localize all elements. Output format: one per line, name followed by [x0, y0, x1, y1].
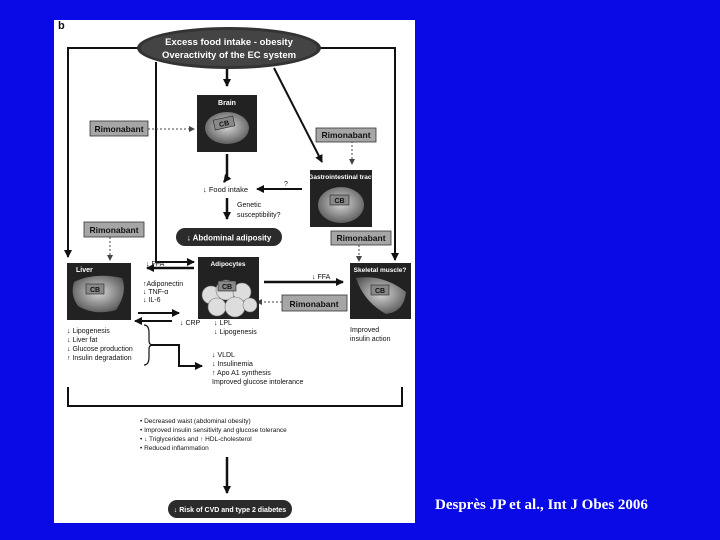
systemic-effect-1: ↓ VLDL — [212, 352, 235, 359]
muscle-cb-label: CB — [375, 288, 385, 295]
abdominal-adiposity-label: ↓ Abdominal adiposity — [187, 234, 272, 243]
brain-label: Brain — [218, 100, 236, 107]
rimonabant-label: Rimonabant — [289, 299, 338, 309]
final-outcome-label: ↓ Risk of CVD and type 2 diabetes — [174, 507, 287, 514]
muscle-box: Skeletal muscle? CB — [350, 263, 411, 319]
systemic-effect-3: ↑ Apo A1 synthesis — [212, 370, 271, 377]
liver-effect-2: ↓ Liver fat — [67, 337, 97, 344]
gi-cb-label: CB — [334, 198, 344, 205]
ffa-label-liver: ↓ FFA — [146, 261, 165, 268]
muscle-label: Skeletal muscle? — [354, 267, 407, 274]
liver-effect-1: ↓ Lipogenesis — [67, 328, 110, 335]
rimonabant-box-muscle: Rimonabant — [330, 230, 392, 246]
liver-effect-4: ↑ Insulin degradation — [67, 355, 132, 362]
adipocytes-cb-label: CB — [222, 284, 232, 291]
muscle-effect-1: Improved — [350, 327, 379, 334]
genetic-line-2: susceptibility? — [237, 212, 281, 219]
adipocytes-label: Adipocytes — [210, 261, 245, 268]
question-mark: ? — [284, 181, 288, 188]
rimonabant-label: Rimonabant — [89, 225, 138, 235]
liver-label: Liver — [76, 267, 93, 274]
outcome-2: • Improved insulin sensitivity and gluco… — [140, 427, 287, 434]
liver-effect-3: ↓ Glucose production — [67, 346, 133, 353]
oval-line-1: Excess food intake - obesity — [165, 37, 293, 48]
adipocytes-box: Adipocytes CB — [198, 257, 259, 319]
outcome-4: • Reduced inflammation — [140, 445, 209, 452]
outcome-3: • ↓ Triglycerides and ↑ HDL-cholesterol — [140, 436, 252, 443]
rimonabant-box-gi: Rimonabant — [315, 127, 377, 143]
rimonabant-label: Rimonabant — [94, 124, 143, 134]
rimonabant-box-brain: Rimonabant — [89, 120, 149, 137]
pathway-diagram: b Excess food intake - obesity Overactiv… — [58, 20, 411, 518]
systemic-effect-2: ↓ Insulinemia — [212, 361, 253, 368]
outcome-bracket — [67, 387, 403, 407]
rimonabant-box-adipocytes: Rimonabant — [281, 294, 348, 312]
adipo-lipogenesis-label: ↓ Lipogenesis — [214, 329, 257, 336]
top-oval: Excess food intake - obesity Overactivit… — [137, 27, 321, 69]
oval-line-2: Overactivity of the EC system — [162, 50, 296, 61]
gi-tract-label: Gastrointestinal tract — [308, 174, 374, 181]
panel-letter: b — [58, 20, 65, 32]
rimonabant-dashed-arrows — [107, 126, 362, 305]
rimonabant-label: Rimonabant — [336, 233, 385, 243]
citation: Desprès JP et al., Int J Obes 2006 — [435, 497, 648, 513]
il6-label: ↓ IL-6 — [143, 297, 161, 304]
gi-tract-box: Gastrointestinal tract CB — [308, 170, 375, 227]
figure-panel: b Excess food intake - obesity Overactiv… — [54, 20, 415, 523]
food-intake-label: ↓ Food intake — [203, 185, 248, 194]
abdominal-adiposity-box: ↓ Abdominal adiposity — [176, 228, 282, 246]
muscle-image — [356, 277, 406, 314]
brain-cb-label: CB — [219, 120, 230, 129]
lpl-label: ↓ LPL — [214, 320, 232, 327]
outcome-1: • Decreased waist (abdominal obesity) — [140, 418, 251, 425]
final-outcome-box: ↓ Risk of CVD and type 2 diabetes — [168, 500, 292, 518]
tnf-label: ↓ TNF-α — [143, 289, 168, 296]
liver-effects-brace — [143, 324, 154, 366]
systemic-effect-4: Improved glucose intolerance — [212, 379, 304, 386]
brain-image — [205, 112, 249, 144]
crp-label: ↓ CRP — [180, 320, 201, 327]
liver-cb-label: CB — [90, 287, 100, 294]
liver-box: Liver CB — [67, 263, 131, 320]
muscle-effect-2: insulin action — [350, 336, 391, 343]
rimonabant-box-liver: Rimonabant — [83, 221, 145, 238]
ffa-label-muscle: ↓ FFA — [312, 274, 331, 281]
rimonabant-label: Rimonabant — [321, 130, 370, 140]
brain-box: Brain CB — [197, 95, 257, 152]
genetic-line-1: Genetic — [237, 202, 262, 209]
adiponectin-label: ↑Adiponectin — [143, 281, 183, 288]
